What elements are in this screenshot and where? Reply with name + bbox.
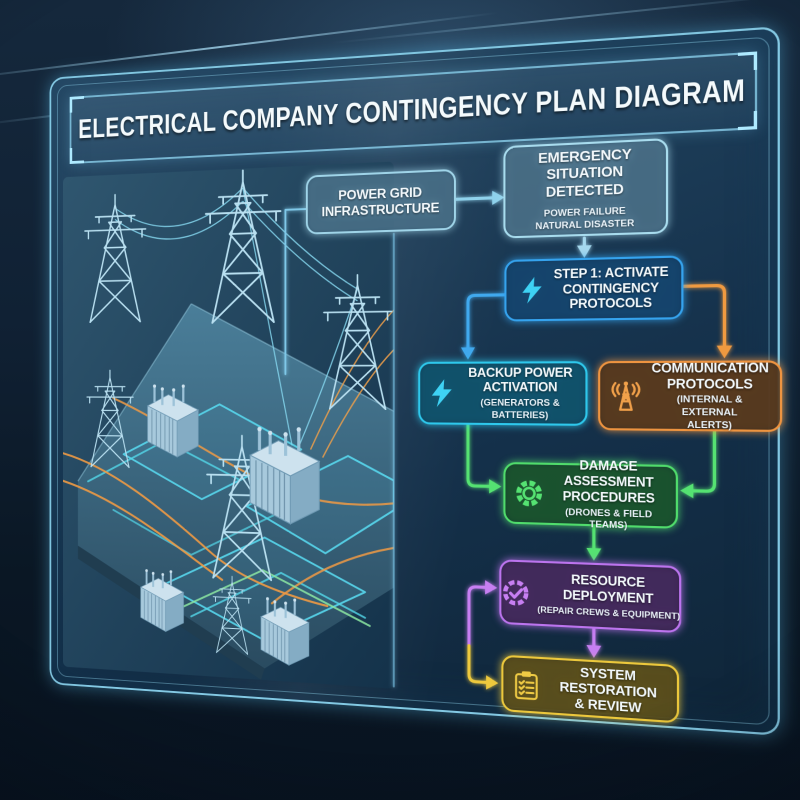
node-system-restoration-review: SYSTEM RESTORATION & REVIEW	[501, 654, 680, 724]
connector-step1-to-backup	[468, 295, 504, 352]
arrowhead-icon	[486, 675, 499, 691]
node-title: EMERGENCY SITUATION DETECTED	[538, 144, 632, 200]
loop-into-system	[469, 646, 490, 683]
node-title: COMMUNICATION PROTOCOLS	[651, 360, 769, 392]
connector-step1-to-communication	[683, 285, 724, 350]
node-title: POWER GRID INFRASTRUCTURE	[321, 184, 440, 220]
clipboard-checklist-icon	[512, 668, 543, 701]
node-title: BACKUP POWER ACTIVATION	[468, 365, 573, 395]
radio-tower-icon	[609, 379, 643, 413]
node-subtitle: (DRONES & FIELD TEAMS)	[565, 506, 653, 531]
corner-bracket-icon	[69, 95, 85, 113]
node-backup-power-activation: BACKUP POWER ACTIVATION (GENERATORS & BA…	[418, 361, 588, 426]
arrowhead-icon	[586, 547, 602, 562]
node-title: DAMAGE ASSESSMENT PROCEDURES	[562, 458, 655, 506]
divider	[527, 200, 643, 205]
node-subtitle: (INTERNAL & EXTERNAL ALERTS)	[676, 394, 743, 430]
node-subtitle: POWER FAILURE NATURAL DISASTER	[535, 205, 635, 232]
node-subtitle: (REPAIR CREWS & EQUIPMENT)	[537, 603, 681, 622]
node-title: SYSTEM RESTORATION & REVIEW	[559, 663, 657, 716]
arrowhead-icon	[716, 345, 733, 359]
node-communication-protocols: COMMUNICATION PROTOCOLS (INTERNAL & EXTE…	[598, 360, 783, 433]
connector-powergrid-to-emergency	[456, 198, 496, 200]
node-damage-assessment-procedures: DAMAGE ASSESSMENT PROCEDURES (DRONES & F…	[503, 458, 678, 531]
arrowhead-icon	[485, 580, 498, 596]
node-emergency-situation-detected: EMERGENCY SITUATION DETECTED POWER FAILU…	[503, 137, 669, 239]
arrowhead-icon	[576, 245, 592, 259]
power-grid-illustration	[62, 161, 394, 689]
arrowhead-icon	[680, 483, 694, 499]
corner-bracket-icon	[69, 147, 85, 164]
corner-bracket-icon	[737, 110, 758, 131]
gear-icon	[514, 478, 545, 510]
lightning-icon	[519, 275, 548, 304]
node-resource-deployment: RESOURCE DEPLOYMENT (REPAIR CREWS & EQUI…	[499, 559, 682, 634]
lightning-icon	[428, 378, 458, 408]
node-subtitle: (GENERATORS & BATTERIES)	[480, 397, 560, 421]
connector-backup-to-damage	[468, 425, 493, 487]
node-title: STEP 1: ACTIVATE CONTINGENCY PROTOCOLS	[553, 264, 669, 312]
corner-bracket-icon	[737, 51, 758, 72]
arrowhead-icon	[460, 347, 476, 360]
glass-panel: ELECTRICAL COMPANY CONTINGENCY PLAN DIAG…	[49, 26, 783, 736]
loop-into-resource	[469, 587, 489, 647]
node-step1-activate-contingency-protocols: STEP 1: ACTIVATE CONTINGENCY PROTOCOLS	[504, 255, 684, 322]
badge-check-icon	[500, 576, 531, 608]
arrowhead-icon	[586, 644, 602, 659]
node-title: RESOURCE DEPLOYMENT	[562, 572, 654, 607]
page-title: ELECTRICAL COMPANY CONTINGENCY PLAN DIAG…	[78, 73, 746, 145]
arrowhead-icon	[489, 479, 502, 494]
connector-communication-to-damage	[689, 431, 714, 491]
node-power-grid-infrastructure: POWER GRID INFRASTRUCTURE	[305, 168, 456, 235]
